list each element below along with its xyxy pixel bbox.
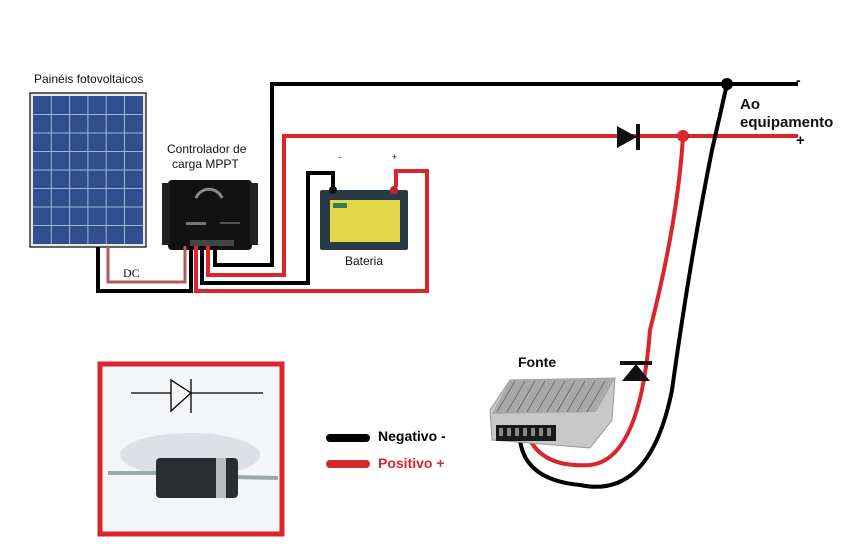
battery-label: Bateria xyxy=(345,254,384,268)
wire-positive-panel xyxy=(106,246,187,284)
wire-negative-supply xyxy=(518,83,729,489)
output-label-line1: Ao xyxy=(740,96,760,113)
mppt-controller xyxy=(162,180,258,250)
diode-inset xyxy=(97,361,285,537)
wire-positive-supply xyxy=(528,135,685,468)
wire-negative-panel xyxy=(96,246,193,293)
legend-negative-label: Negativo - xyxy=(378,428,446,444)
junction-negative xyxy=(721,78,733,90)
controller-label-line2: carga MPPT xyxy=(172,157,239,171)
power-supply xyxy=(489,377,616,449)
controller-label-line1: Controlador de xyxy=(167,142,247,156)
power-supply-label: Fonte xyxy=(518,354,557,370)
output-neg-label: - xyxy=(796,72,801,88)
panels-label: Painéis fotovoltaicos xyxy=(34,72,144,86)
output-pos-label: + xyxy=(796,132,805,149)
wire-negative-output xyxy=(213,82,798,267)
solar-panel xyxy=(29,92,147,248)
junction-positive xyxy=(677,130,689,142)
wire-positive-output xyxy=(206,134,798,277)
battery-pos-label: + xyxy=(392,152,398,162)
battery xyxy=(320,186,408,250)
diode-output xyxy=(617,124,640,150)
legend-positive-label: Positivo + xyxy=(378,455,445,471)
diode-supply xyxy=(620,361,652,381)
wire-positive-battery xyxy=(194,169,429,293)
battery-neg-label: - xyxy=(338,152,341,162)
output-label-line2: equipamento xyxy=(740,114,834,131)
wire-negative-battery xyxy=(200,171,335,285)
dc-label: DC xyxy=(123,266,140,280)
